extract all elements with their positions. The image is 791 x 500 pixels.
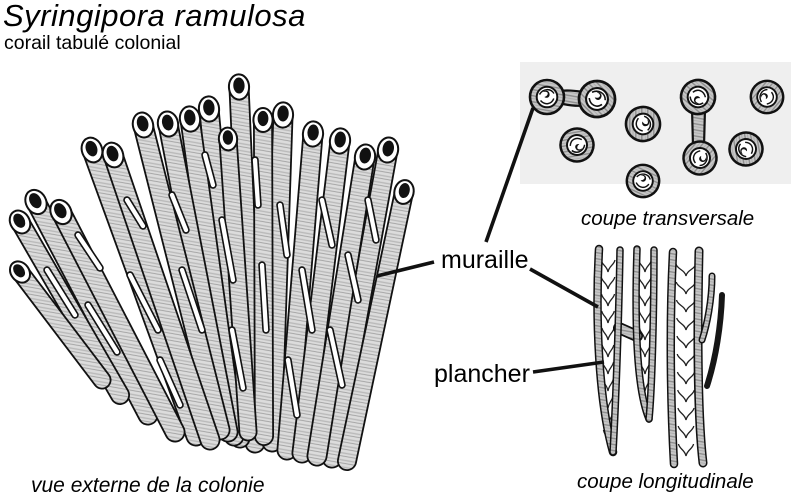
corallite-tube	[306, 143, 377, 467]
muraille-wall-band	[645, 246, 658, 423]
corallite-ring	[528, 78, 566, 116]
tube-gap-slit	[344, 251, 362, 304]
transverse-figure	[528, 72, 791, 203]
tube-gap-slit	[126, 271, 162, 334]
tube-gap-slit	[168, 191, 190, 234]
muraille-wall-band	[693, 246, 708, 468]
dark-branch-wall	[704, 292, 725, 389]
longitudinal-figure	[593, 244, 725, 469]
tube-gap-slit	[84, 301, 121, 356]
muraille-wall-band	[609, 246, 624, 456]
tube-gap-slit	[201, 151, 217, 189]
page-title: Syringipora ramulosa	[3, 0, 306, 33]
tube-gap-slit	[228, 326, 247, 392]
colony-caption: vue externe de la colonie	[31, 474, 265, 497]
tube-gap-slit	[178, 266, 206, 334]
leader-lines	[376, 107, 605, 374]
tube-gap-slit	[298, 266, 316, 334]
calice-opening	[156, 110, 180, 138]
longitudinal-caption: coupe longitudinale	[577, 470, 754, 493]
transverse-caption: coupe transversale	[581, 207, 755, 230]
plancher-label: plancher	[434, 360, 530, 388]
calice-opening	[24, 188, 48, 216]
tube-gap-slit	[123, 196, 147, 230]
tube-gap-slit	[251, 156, 262, 209]
corallite-tube	[337, 179, 415, 471]
calice-opening	[101, 141, 125, 169]
tube-gap-slit	[276, 201, 291, 259]
colony-figure	[8, 73, 415, 471]
calice-opening	[197, 95, 221, 123]
corallite-tube	[8, 260, 112, 390]
calice-opening	[353, 143, 377, 171]
calice-opening	[271, 101, 295, 129]
calice-opening	[8, 260, 32, 284]
tube-gap-slit	[364, 196, 380, 244]
tube-gap-slit	[284, 356, 301, 419]
muraille-wall-band	[632, 245, 653, 423]
calice-opening	[252, 107, 274, 133]
muraille-wall-band	[698, 272, 716, 344]
tube-gap-slit	[326, 326, 346, 389]
calice-opening	[376, 136, 400, 164]
corallite-tube	[291, 127, 352, 464]
plancher-lines	[675, 263, 697, 457]
calice-opening	[131, 111, 155, 139]
tube-gap-slit	[43, 266, 79, 319]
calice-opening	[178, 105, 202, 133]
plancher-leader-line	[532, 360, 605, 374]
tube-gap-slit	[156, 356, 184, 409]
muraille-label: muraille	[441, 246, 529, 274]
calice-opening	[8, 209, 32, 235]
muraille-wall-band	[593, 244, 618, 457]
tube-gap-slit	[74, 231, 104, 272]
muraille-wall-band	[666, 247, 679, 469]
calice-opening	[393, 179, 415, 205]
calice-opening	[227, 73, 251, 101]
tube-gap-slit	[218, 216, 237, 284]
calice-opening	[80, 136, 104, 164]
muraille-transverse-leader-line	[484, 107, 535, 243]
calice-opening	[217, 126, 239, 152]
corallite-tube	[49, 198, 186, 443]
calice-opening	[328, 127, 352, 155]
tube-gap-slit	[318, 196, 336, 249]
corallite-tube	[80, 136, 207, 447]
calice-opening	[301, 120, 325, 148]
page-subtitle: corail tabulé colonial	[4, 32, 181, 54]
muraille-colony-leader-line	[376, 260, 435, 278]
corallite-tube	[321, 136, 400, 469]
muraille-longitudinal-leader-line	[529, 267, 599, 309]
tube-gap-slit	[258, 261, 270, 334]
calice-opening	[49, 198, 73, 226]
